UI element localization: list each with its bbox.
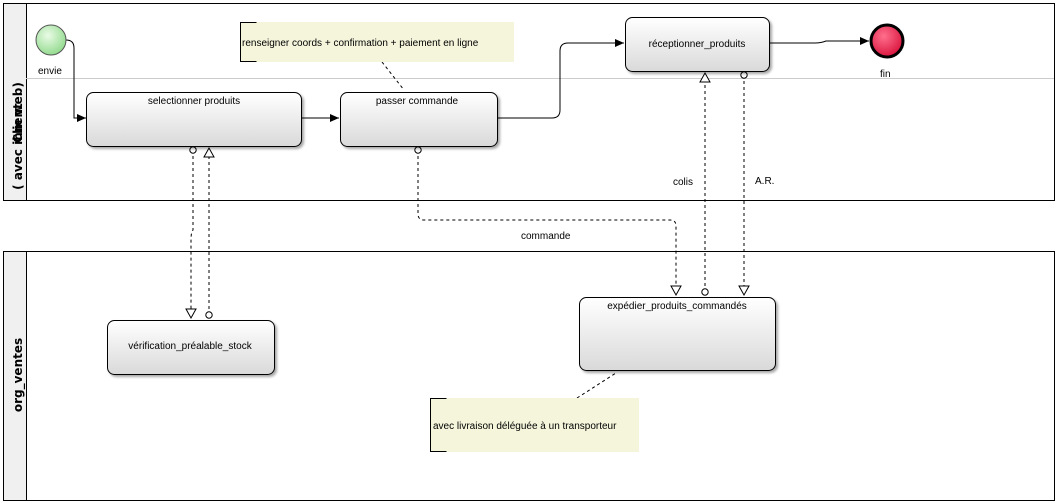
task-receive-label: réceptionner_produits — [649, 39, 746, 50]
pool-client-sublabel: ( avec ihm web) — [11, 82, 25, 190]
task-check-label: vérification_préalable_stock — [128, 341, 252, 352]
end-event[interactable] — [869, 23, 905, 59]
task-selectionner-produits[interactable]: selectionner produits — [86, 92, 302, 147]
start-event-label: envie — [38, 66, 62, 77]
task-order-label: passer commande — [376, 96, 459, 107]
task-verification-stock[interactable]: vérification_préalable_stock — [107, 320, 275, 375]
msg-label-commande: commande — [521, 231, 571, 242]
msg-label-colis: colis — [673, 177, 693, 188]
annotation-links — [381, 61, 617, 399]
task-select-label: selectionner produits — [148, 96, 240, 107]
msg-select-to-check[interactable] — [185, 146, 197, 320]
annotation-ship-note[interactable]: avec livraison déléguée à un transporteu… — [430, 398, 639, 452]
pool-client-label: Client — [11, 103, 25, 143]
flow-receive-to-end[interactable] — [770, 37, 869, 45]
end-event-label: fin — [880, 69, 891, 80]
task-ship-label: expédier_produits_commandés — [607, 301, 747, 312]
msg-label-ar: A.R. — [755, 176, 774, 187]
pool-org-ventes-label: org_ventes — [11, 338, 26, 412]
flow-order-to-receive[interactable] — [498, 39, 624, 119]
annotation-ship-text: avec livraison déléguée à un transporteu… — [433, 421, 617, 432]
annotation-order-note[interactable]: renseigner coords + confirmation + paiem… — [240, 22, 514, 62]
assoc-ship-note — [576, 372, 617, 399]
message-flows — [185, 71, 750, 320]
task-receptionner-produits[interactable]: réceptionner_produits — [625, 17, 770, 72]
task-expedier-produits[interactable]: expédier_produits_commandés — [579, 297, 776, 371]
annotation-order-text: renseigner coords + confirmation + paiem… — [242, 38, 479, 49]
task-passer-commande[interactable]: passer commande — [340, 92, 498, 147]
pool-org-ventes[interactable]: org_ventes — [3, 251, 1055, 501]
sequence-flows — [65, 37, 869, 122]
flow-start-to-select[interactable] — [65, 39, 86, 122]
start-event[interactable] — [35, 24, 67, 56]
msg-order-to-ship[interactable] — [414, 146, 682, 297]
